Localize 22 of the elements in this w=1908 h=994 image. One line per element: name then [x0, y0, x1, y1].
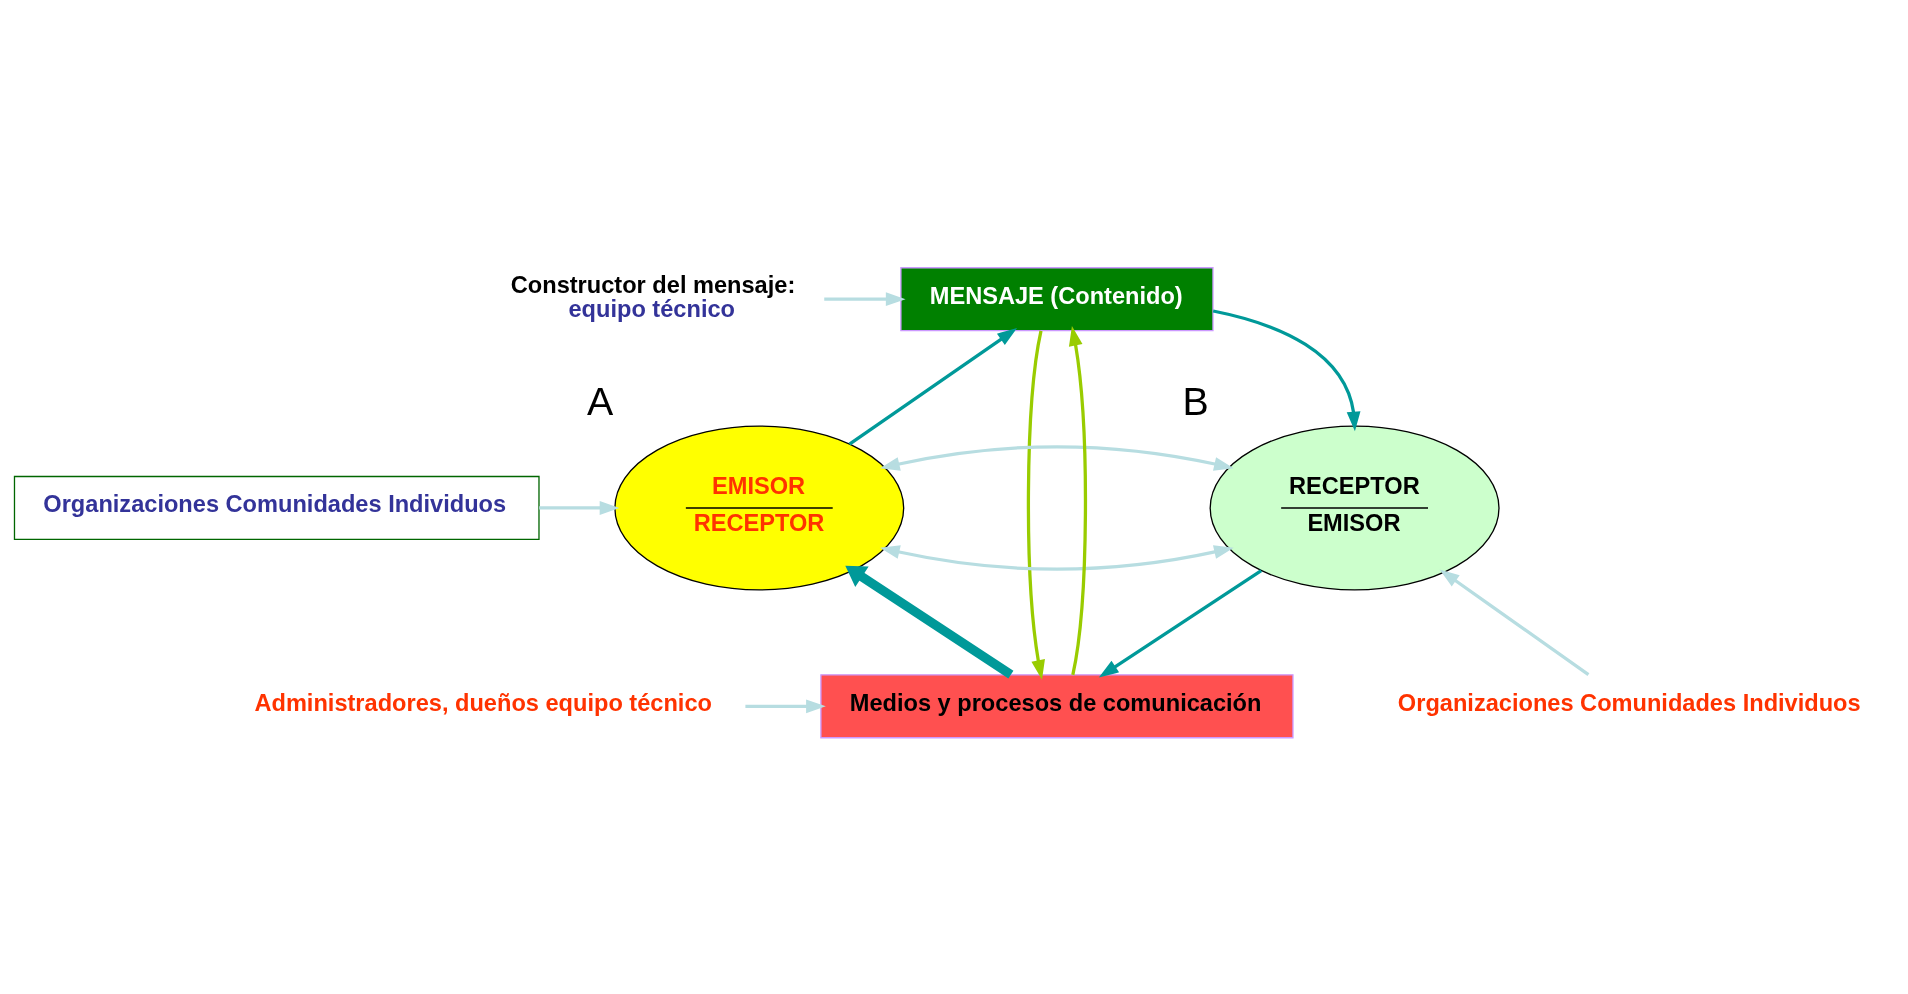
arrow	[848, 327, 1018, 445]
arrow	[539, 500, 620, 515]
node-ellipse: RECEPTOR EMISOR	[1209, 424, 1500, 591]
arrow	[1212, 308, 1361, 431]
arrow	[745, 698, 826, 713]
node-box: MENSAJE (Contenido)	[900, 266, 1214, 331]
node-box: Organizaciones Comunidades Individuos	[13, 475, 540, 540]
node-label: A	[587, 378, 614, 423]
arrow	[824, 291, 906, 306]
arrow	[845, 565, 1014, 679]
node-text: Organizaciones Comunidades Individuos	[1397, 689, 1861, 716]
node-text: Administradores, dueños equipo técnico	[254, 689, 712, 716]
arrow	[1026, 330, 1045, 680]
node-label: B	[1182, 378, 1209, 423]
arrow	[1098, 568, 1263, 677]
arrow	[880, 444, 1234, 471]
node-box: Medios y procesos de comunicación	[820, 673, 1294, 738]
arrow	[1439, 568, 1590, 676]
node-text: Constructor del mensaje: equipo técnico	[510, 271, 796, 322]
node-ellipse: EMISOR RECEPTOR	[614, 424, 905, 591]
arrow	[1068, 325, 1088, 675]
arrow	[880, 544, 1234, 571]
